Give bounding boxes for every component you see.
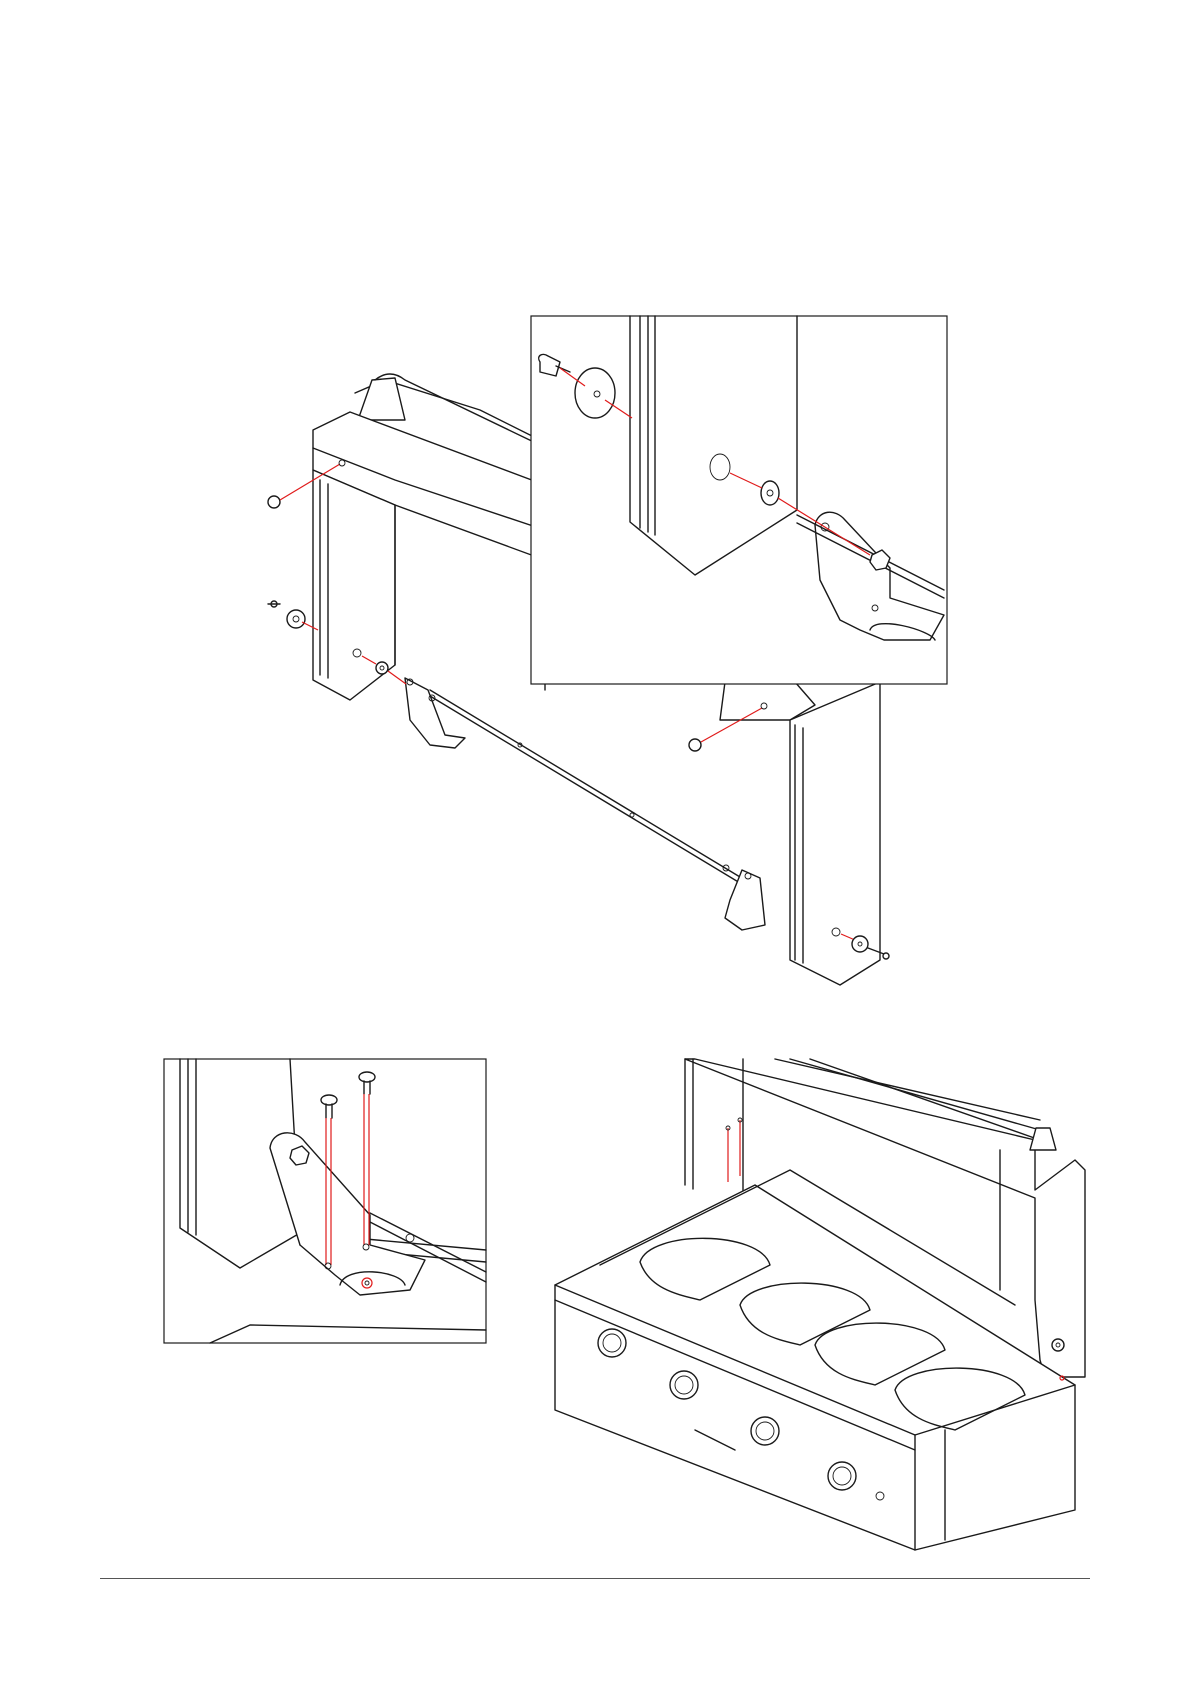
footer-rule	[100, 1578, 1090, 1579]
grill-overview-figure	[555, 1059, 1085, 1550]
detail-bottom-left-figure	[164, 1059, 486, 1343]
detail-top-figure	[531, 316, 947, 684]
